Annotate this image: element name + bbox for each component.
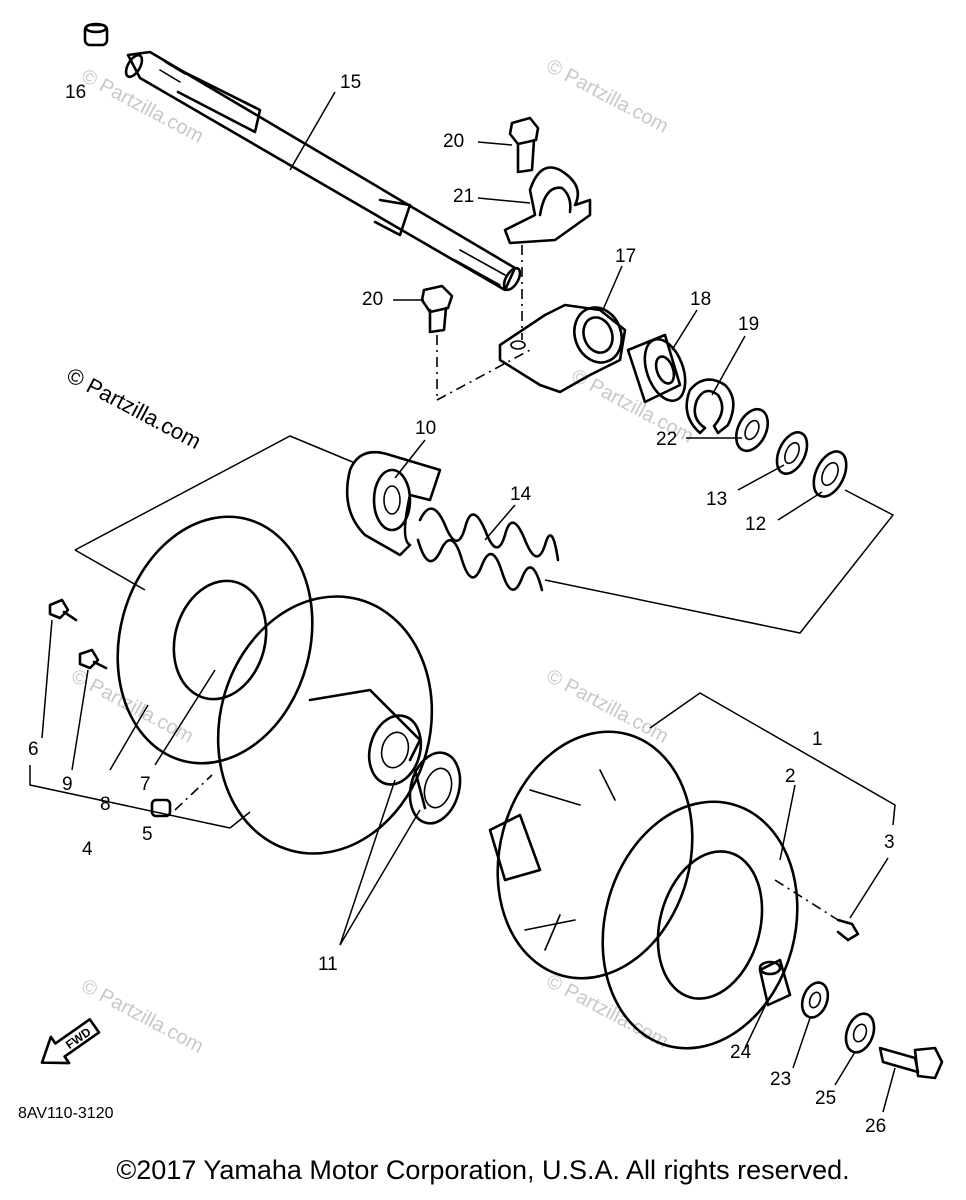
front-arrow-icon: FWD xyxy=(40,1018,101,1065)
part-21-bearing-cap xyxy=(503,166,592,245)
callout-3: 3 xyxy=(884,832,895,853)
callout-6: 6 xyxy=(28,739,39,760)
watermark: © Partzilla.com xyxy=(78,975,207,1058)
callouts: 1 2 3 4 5 6 7 8 9 10 11 12 13 14 15 16 1… xyxy=(28,72,895,1137)
callout-4: 4 xyxy=(82,839,93,860)
part-20-bolt-lower xyxy=(420,284,454,334)
part-26-bolt xyxy=(878,1046,944,1080)
callout-2: 2 xyxy=(785,766,796,787)
part-23-washer xyxy=(800,981,830,1019)
part-8-sheave-plate xyxy=(116,515,314,765)
part-24-collar xyxy=(758,958,792,1007)
part-1-sliding-sheave xyxy=(488,730,694,980)
callout-8: 8 xyxy=(100,794,111,815)
callout-21: 21 xyxy=(453,186,474,207)
assembly-line xyxy=(174,774,213,811)
part-4-movable-sheave xyxy=(216,595,434,855)
part-19-circlip xyxy=(685,378,735,435)
callout-12: 12 xyxy=(745,514,766,535)
watermark: © Partzilla.com xyxy=(543,55,672,138)
callout-13: 13 xyxy=(706,489,727,510)
watermark: © Partzilla.com xyxy=(543,665,672,748)
callout-1: 1 xyxy=(812,729,823,750)
callout-15: 15 xyxy=(340,72,361,93)
callout-18: 18 xyxy=(690,289,711,310)
part-22-washer xyxy=(734,407,770,453)
callout-23: 23 xyxy=(770,1069,791,1090)
callout-26: 26 xyxy=(865,1116,886,1137)
copyright-notice: ©2017 Yamaha Motor Corporation, U.S.A. A… xyxy=(116,1155,850,1185)
watermarks: © Partzilla.com © Partzilla.com © Partzi… xyxy=(63,55,697,1058)
diagram-code: 8AV110-3120 xyxy=(18,1105,114,1122)
part-17-bearing-housing xyxy=(498,303,627,394)
callout-19: 19 xyxy=(738,314,759,335)
callout-17: 17 xyxy=(615,246,636,267)
callout-16: 16 xyxy=(65,82,86,103)
assembly-outlines xyxy=(29,435,896,829)
callout-5: 5 xyxy=(142,824,153,845)
part-13-washer xyxy=(775,431,809,475)
callout-20b: 20 xyxy=(362,289,383,310)
part-11-bushing xyxy=(408,751,462,825)
part-16-cap xyxy=(83,22,109,47)
part-12-washer xyxy=(812,450,848,498)
part-3-screw xyxy=(774,879,860,942)
callout-25: 25 xyxy=(815,1088,836,1109)
watermark-partzilla: © Partzilla.com xyxy=(63,362,206,454)
part-10-spring-seat xyxy=(345,450,442,557)
part-2-plate xyxy=(601,800,799,1050)
leader-lines xyxy=(41,91,896,1113)
part-18-bearing xyxy=(626,333,687,404)
callout-14: 14 xyxy=(510,484,532,505)
callout-20a: 20 xyxy=(443,131,464,152)
part-9-screw xyxy=(78,648,108,670)
part-15-shaft xyxy=(124,50,522,292)
callout-9: 9 xyxy=(62,774,73,795)
callout-24: 24 xyxy=(730,1042,752,1063)
part-20-bolt-top xyxy=(508,116,540,174)
callout-22: 22 xyxy=(656,429,677,450)
part-25-washer xyxy=(844,1012,876,1054)
part-14-spring xyxy=(416,507,560,592)
callout-7: 7 xyxy=(140,774,151,795)
callout-11: 11 xyxy=(318,954,338,975)
assembly-dash-lines xyxy=(436,245,531,401)
callout-10: 10 xyxy=(415,418,436,439)
part-5-plug xyxy=(150,798,172,818)
part-6-screw xyxy=(48,598,78,622)
